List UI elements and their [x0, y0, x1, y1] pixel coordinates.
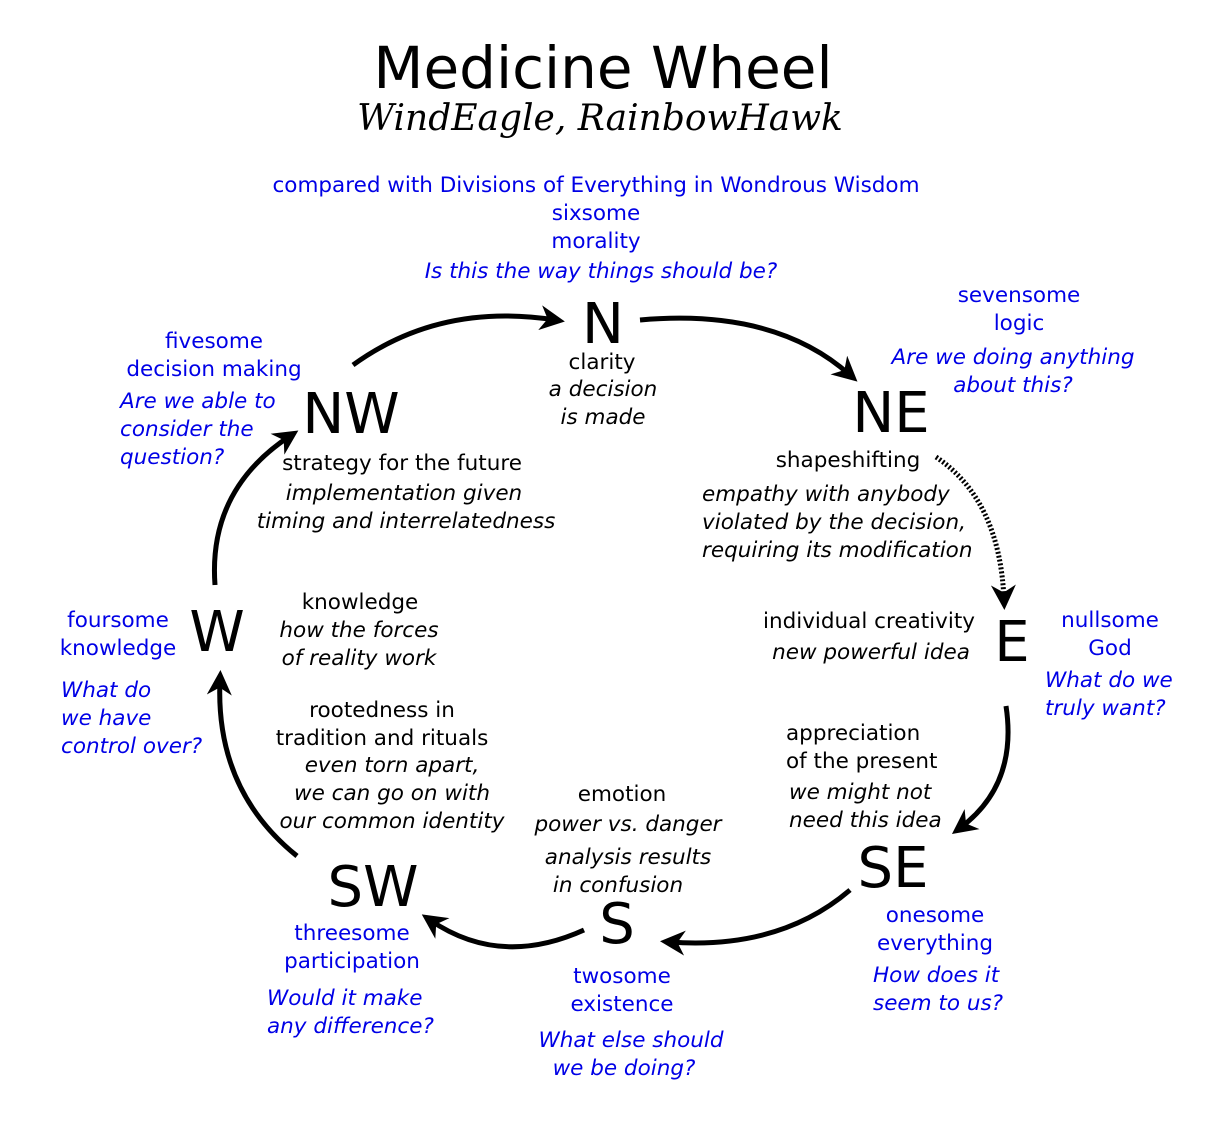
- northeast-comparison: sevensome logic: [957, 283, 1081, 336]
- southeast-comparison: onesome everything: [876, 903, 994, 956]
- arrow-se-to-s: [660, 888, 852, 956]
- southwest-quality: rootedness in tradition and rituals: [275, 698, 489, 751]
- northwest-question: Are we able to consider the question?: [120, 389, 276, 470]
- north-quality: clarity: [568, 350, 636, 375]
- north-detail: a decision is made: [548, 377, 658, 430]
- southeast-detail: we might not need this idea: [789, 780, 942, 833]
- south-detail: power vs. danger: [534, 812, 722, 837]
- direction-label-e: E: [994, 610, 1030, 675]
- south-comparison: twosome existence: [570, 964, 674, 1017]
- north-question: Is this the way things should be?: [424, 259, 778, 284]
- east-question: What do we truly want?: [1045, 668, 1173, 721]
- southwest-detail: even torn apart, we can go on with our c…: [279, 753, 505, 834]
- east-quality: individual creativity: [762, 609, 976, 634]
- comparison-header: compared with Divisions of Everything in…: [272, 173, 920, 254]
- direction-label-ne: NE: [852, 381, 930, 446]
- west-detail: how the forces of reality work: [279, 618, 439, 671]
- direction-label-n: N: [582, 292, 624, 357]
- diagram-title: Medicine Wheel: [373, 34, 833, 102]
- west-quality: knowledge: [301, 590, 419, 615]
- northeast-question: Are we doing anything about this?: [891, 345, 1135, 398]
- northwest-comparison: fivesome decision making: [126, 329, 302, 382]
- arrow-n-to-ne: [639, 315, 858, 382]
- south-quality: emotion: [577, 782, 667, 807]
- east-detail: new powerful idea: [772, 640, 970, 665]
- southeast-question: How does it seem to us?: [873, 963, 1004, 1016]
- arrow-w-to-nw: [211, 430, 299, 586]
- direction-label-se: SE: [857, 836, 929, 901]
- east-comparison: nullsome God: [1061, 608, 1159, 661]
- west-comparison: foursome knowledge: [59, 608, 177, 661]
- south-question: What else should we be doing?: [538, 1028, 724, 1081]
- south-detail-2: analysis results in confusion: [544, 845, 712, 898]
- arrow-nw-to-n: [351, 305, 565, 368]
- direction-label-sw: SW: [327, 855, 419, 920]
- arrow-ne-to-e-dotted: [934, 454, 1016, 610]
- southwest-question: Would it make any difference?: [267, 986, 434, 1039]
- arrow-sw-to-w: [206, 670, 299, 858]
- northeast-quality: shapeshifting: [775, 448, 921, 473]
- northwest-detail: implementation given timing and interrel…: [256, 481, 556, 534]
- northwest-quality: strategy for the future: [282, 451, 522, 476]
- arrow-e-to-se: [951, 705, 1011, 834]
- northeast-detail: empathy with anybody violated by the dec…: [702, 482, 973, 563]
- arrow-s-to-sw: [421, 914, 586, 950]
- direction-label-nw: NW: [302, 382, 400, 447]
- diagram-subtitle: WindEagle, RainbowHawk: [357, 98, 843, 139]
- direction-label-w: W: [189, 600, 245, 665]
- southwest-comparison: threesome participation: [284, 921, 420, 974]
- direction-label-s: S: [599, 892, 635, 957]
- west-question: What do we have control over?: [61, 678, 203, 759]
- southeast-quality: appreciation of the present: [786, 721, 938, 774]
